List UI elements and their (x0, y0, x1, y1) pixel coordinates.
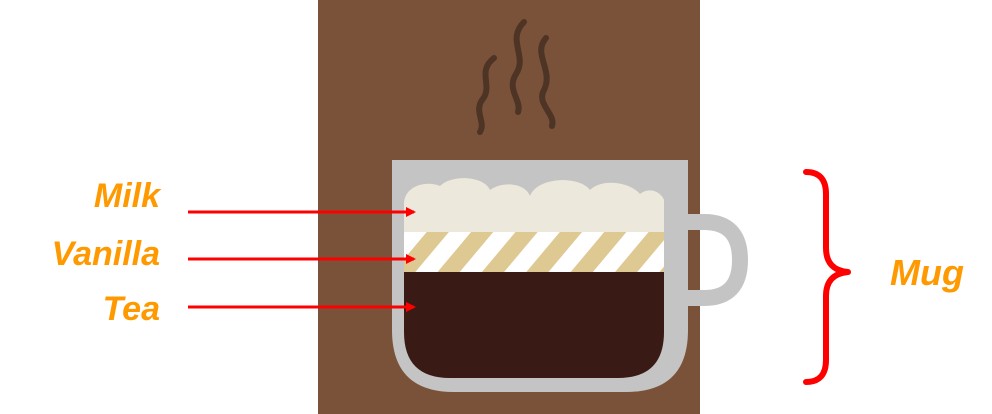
label-mug: Mug (890, 252, 964, 293)
mug-brace (806, 172, 848, 382)
label-vanilla: Vanilla (52, 235, 160, 273)
tea-layer (404, 270, 664, 380)
vanilla-layer (404, 232, 664, 272)
label-milk: Milk (94, 177, 162, 215)
label-tea: Tea (103, 290, 160, 328)
